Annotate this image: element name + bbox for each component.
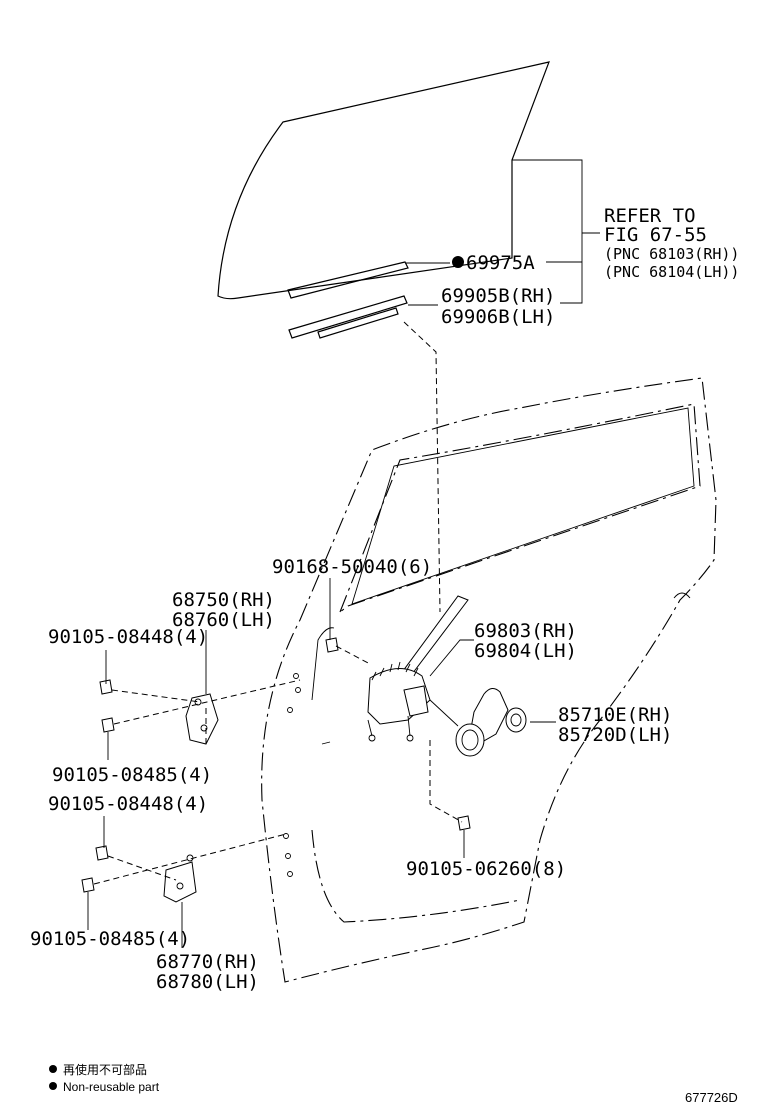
- label-69804[interactable]: 69804(LH): [474, 640, 577, 662]
- label-90105-08485-upper[interactable]: 90105-08485(4): [52, 764, 212, 786]
- glass-to-regulator-dashline: [403, 321, 441, 613]
- bolts: [81, 637, 471, 893]
- label-90105-08485-lower[interactable]: 90105-08485(4): [30, 928, 190, 950]
- figure-id: 677726D: [685, 1090, 738, 1105]
- door-glass: [217, 61, 550, 300]
- lower-hinge-drawing: [163, 854, 197, 903]
- legend-dot-icon-en: [49, 1082, 57, 1090]
- label-69906B[interactable]: 69906B(LH): [441, 306, 555, 328]
- label-69975A[interactable]: 69975A: [466, 252, 535, 274]
- refer-line4: (PNC 68104(LH)): [604, 263, 739, 281]
- bolt-dashlines: [93, 645, 463, 885]
- non-reusable-dot-icon: [452, 256, 464, 268]
- window-regulator-drawing: [367, 595, 469, 742]
- legend-en: Non-reusable part: [63, 1080, 160, 1094]
- refer-line3: (PNC 68103(RH)): [604, 245, 739, 263]
- label-69905B[interactable]: 69905B(RH): [441, 285, 555, 307]
- label-90105-08448-lower[interactable]: 90105-08448(4): [48, 793, 208, 815]
- label-69803[interactable]: 69803(RH): [474, 620, 577, 642]
- label-90168-50040[interactable]: 90168-50040(6): [272, 556, 432, 578]
- refer-bracket: [406, 159, 600, 306]
- label-90105-08448-upper[interactable]: 90105-08448(4): [48, 626, 208, 648]
- regulator-motor-drawing: [429, 688, 527, 757]
- leader-lines: [87, 578, 556, 948]
- label-68760[interactable]: 68760(LH): [172, 609, 275, 631]
- label-85710E[interactable]: 85710E(RH): [558, 704, 672, 726]
- upper-hinge-drawing: [185, 693, 219, 745]
- weatherstrip-69975A-drawing: [287, 261, 409, 299]
- legend-dot-icon-jp: [49, 1065, 57, 1073]
- label-68780[interactable]: 68780(LH): [156, 971, 259, 993]
- label-68770[interactable]: 68770(RH): [156, 951, 259, 973]
- label-90105-06260[interactable]: 90105-06260(8): [406, 858, 566, 880]
- label-85720D[interactable]: 85720D(LH): [558, 724, 672, 746]
- label-68750[interactable]: 68750(RH): [172, 589, 275, 611]
- refer-line1: REFER TO: [604, 205, 696, 227]
- door-panel: [261, 377, 717, 983]
- glass-channel-drawing: [288, 295, 408, 339]
- refer-line2: FIG 67-55: [604, 224, 707, 246]
- legend-jp: 再使用不可部品: [63, 1062, 147, 1077]
